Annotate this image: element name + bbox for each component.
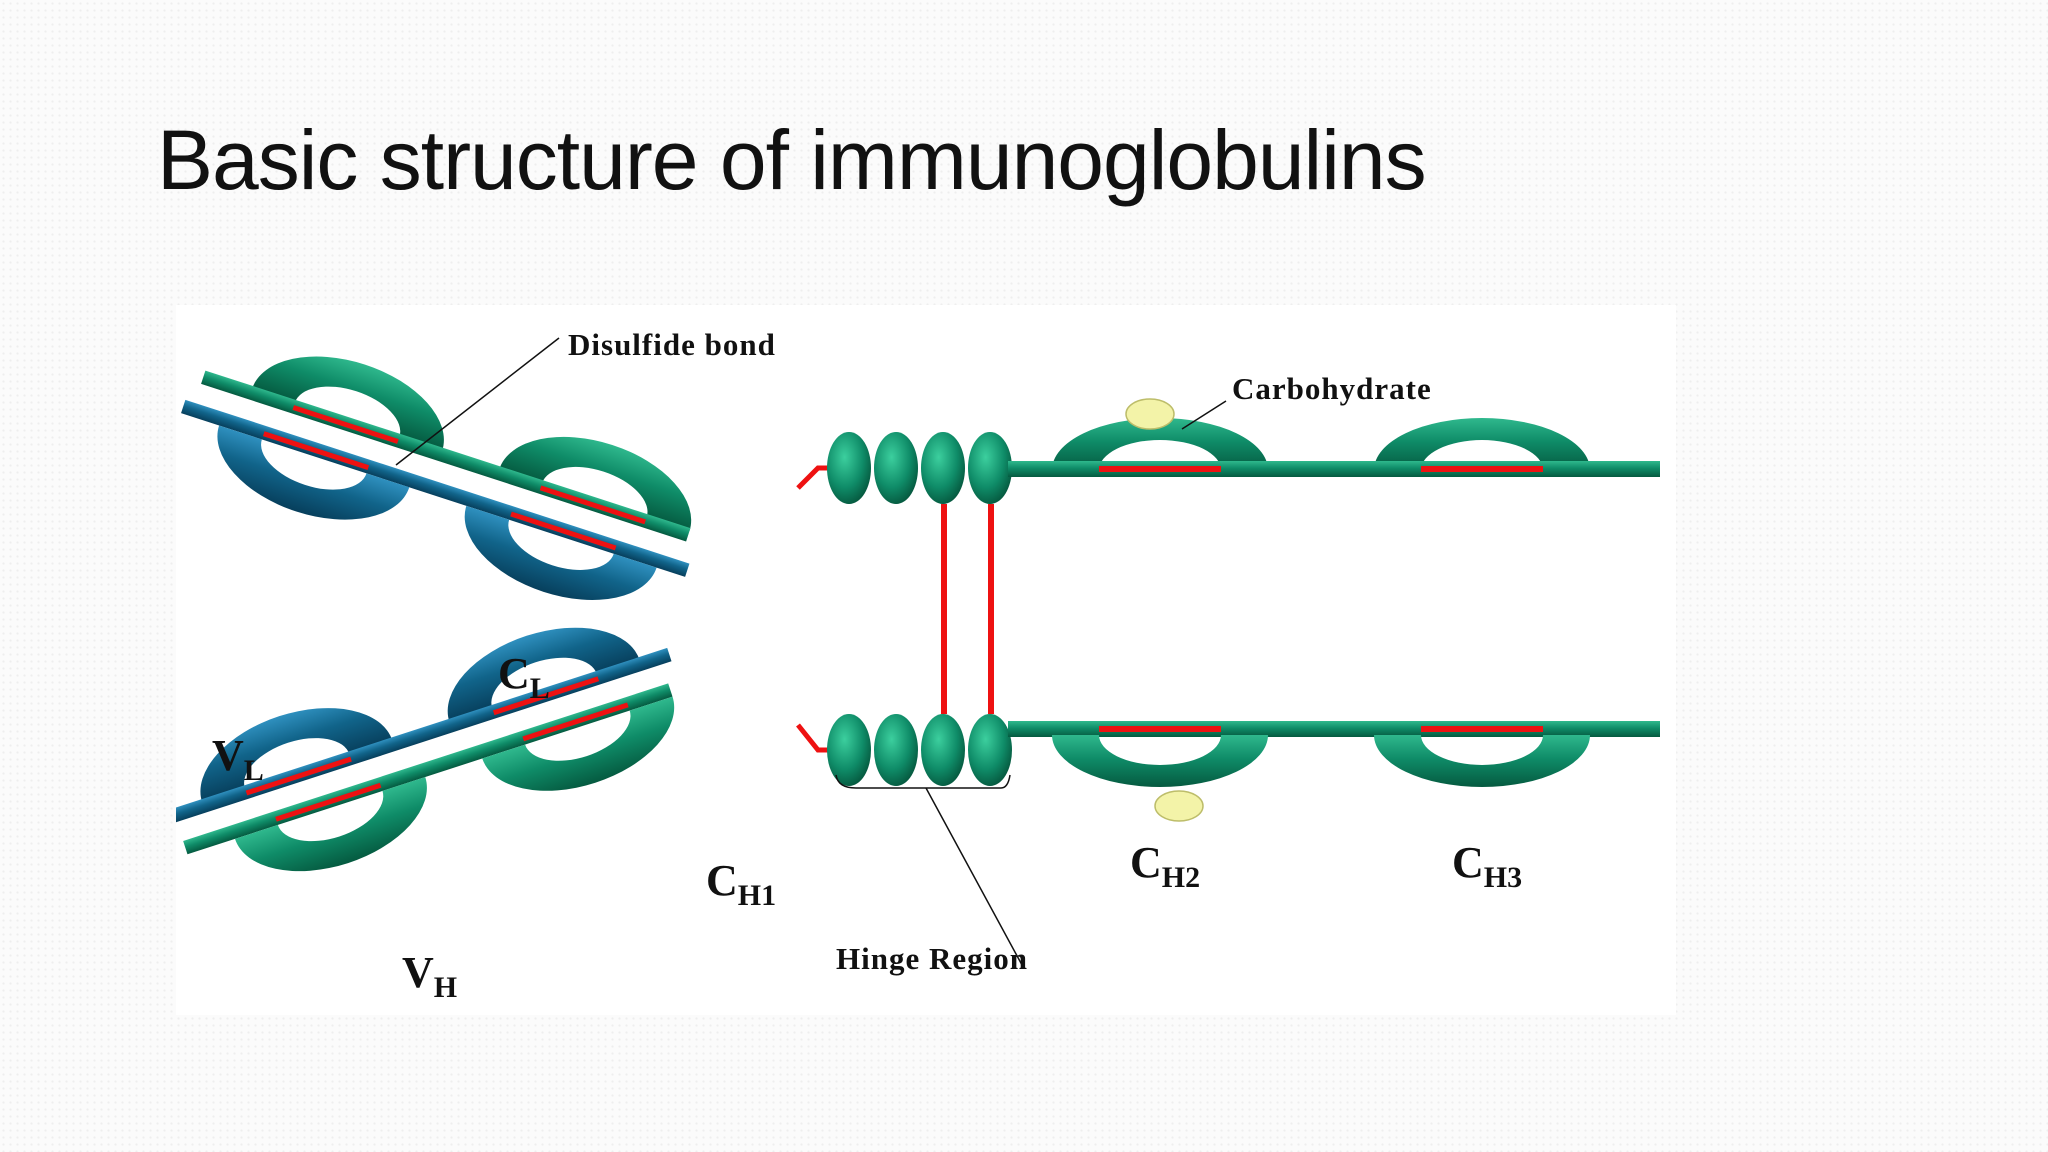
hinge-region-beads <box>827 432 1012 786</box>
hinge-bracket <box>835 774 1011 789</box>
upper-fc-strand <box>1008 461 1660 477</box>
lower-disulfide-vh <box>275 782 382 822</box>
lower-ch2-domain <box>1052 735 1268 787</box>
ch2-label: CH2 <box>1130 838 1200 894</box>
upper-fab-arm <box>181 356 692 600</box>
upper-disulfide-vh <box>292 405 399 444</box>
upper-carbohydrate <box>1125 398 1175 430</box>
lower-carbohydrate <box>1154 790 1204 822</box>
lower-fab-arm <box>176 627 675 872</box>
hinge-leader-line <box>925 787 1023 966</box>
vl-label: VL <box>212 731 264 787</box>
lower-fc-strand <box>1008 721 1660 737</box>
upper-fc-chain <box>1008 418 1660 477</box>
upper-vh-domain <box>252 356 444 451</box>
lower-ch3-domain <box>1374 735 1590 787</box>
lower-disulfide-cl <box>492 676 600 716</box>
lower-disulfide-ch1 <box>522 702 629 742</box>
lower-disulfide-vl <box>245 756 352 796</box>
disulfide-bond-label: Disulfide bond <box>568 327 776 362</box>
immunoglobulin-diagram: Disulfide bond Carbohydrate Hinge Region… <box>176 305 1676 1015</box>
vh-label: VH <box>402 948 457 1004</box>
upper-ch2-domain <box>1052 418 1268 470</box>
lower-vh-domain <box>235 777 427 872</box>
immunoglobulin-svg: Disulfide bond Carbohydrate Hinge Region… <box>176 327 1660 1004</box>
carbohydrate-leader-line <box>1181 400 1227 430</box>
cl-label: CL <box>498 649 550 705</box>
upper-disulfide-cl <box>510 511 617 551</box>
hinge-region-label: Hinge Region <box>836 941 1028 976</box>
lower-cl-domain <box>447 627 640 722</box>
lower-fc-chain <box>1008 721 1660 787</box>
ch1-label: CH1 <box>706 856 776 912</box>
ch3-label: CH3 <box>1452 838 1522 894</box>
upper-cl-domain <box>464 505 657 600</box>
slide-title: Basic structure of immunoglobulins <box>157 113 1427 207</box>
upper-disulfide-ch1 <box>539 485 646 525</box>
upper-ch1-domain <box>499 436 692 532</box>
lower-vl-domain <box>200 708 393 803</box>
upper-vl-domain <box>217 425 410 520</box>
carbohydrate-label: Carbohydrate <box>1232 371 1432 406</box>
disulfide-leader-line <box>395 337 560 466</box>
lower-ch1-domain <box>482 696 675 791</box>
upper-ch3-domain <box>1374 418 1590 470</box>
upper-disulfide-vl <box>262 431 370 471</box>
